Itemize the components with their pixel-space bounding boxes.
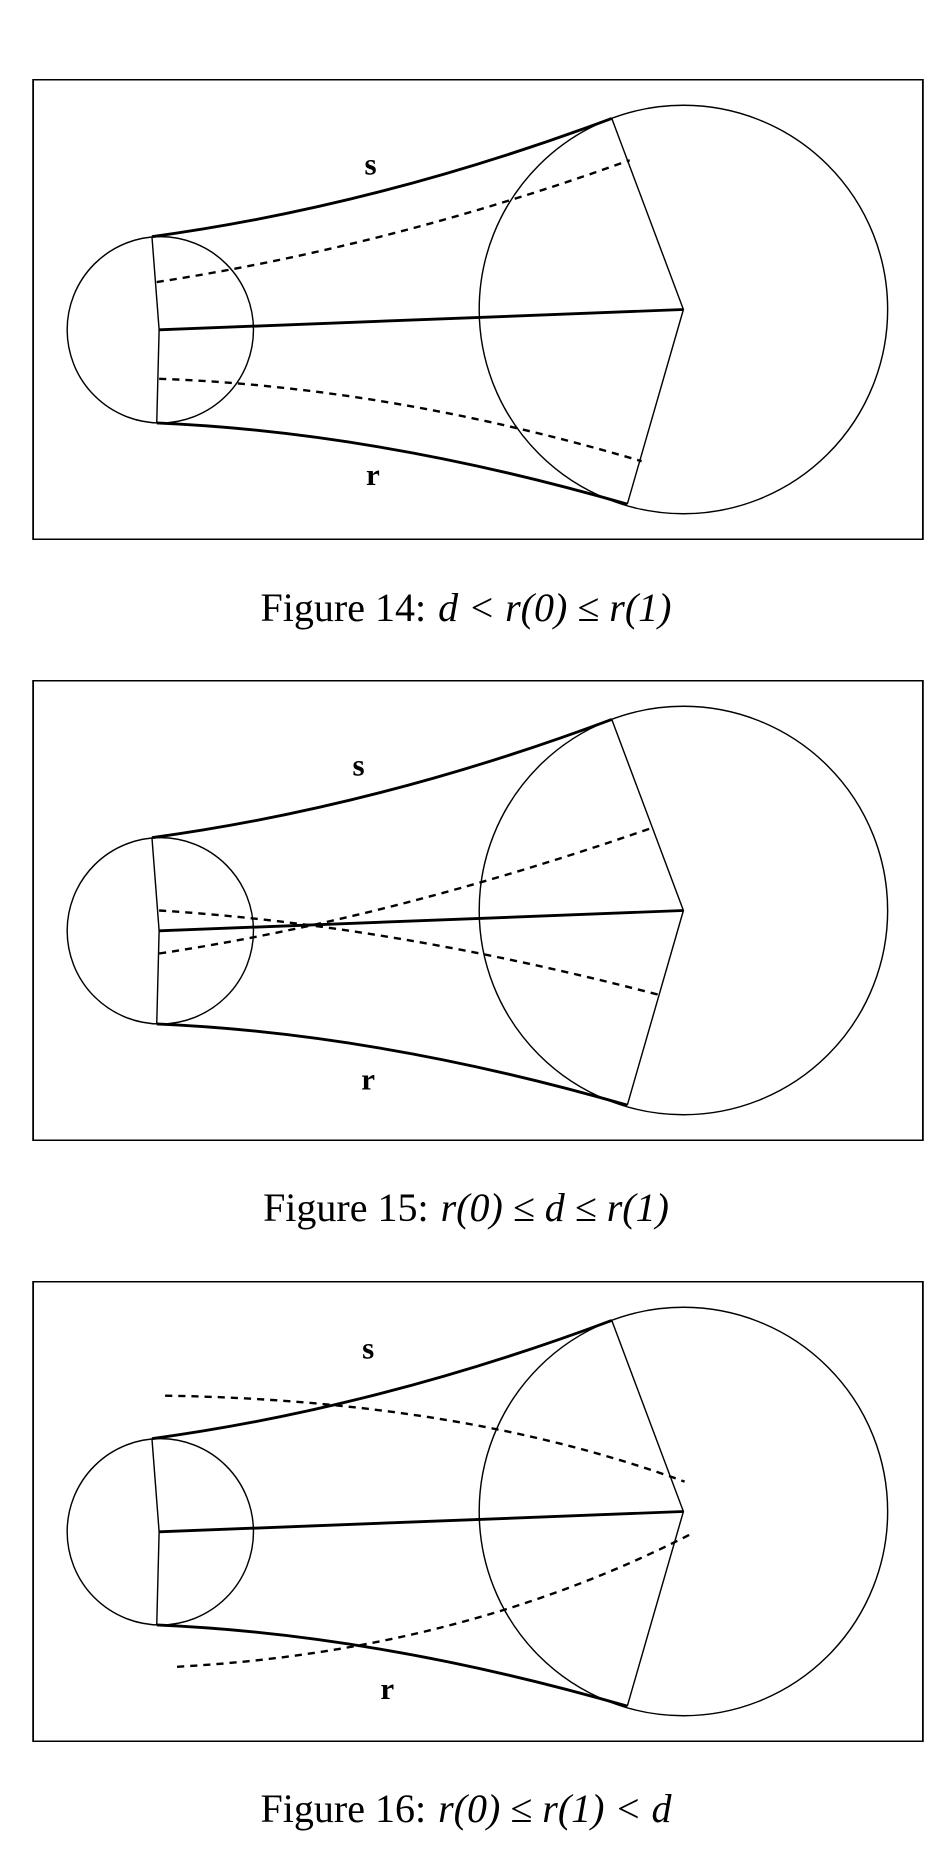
frame: [32, 1281, 924, 1742]
curve-label-s: s: [353, 748, 365, 783]
axis-line: [159, 909, 684, 933]
figure-14-caption: Figure 14:d < r(0) ≤ r(1): [0, 588, 932, 628]
upper-dashed-curve: [156, 159, 631, 284]
curve-label-s: s: [362, 1331, 374, 1366]
figure-16-caption: Figure 16:r(0) ≤ r(1) < d: [0, 1789, 932, 1829]
large-circle: [478, 1306, 889, 1717]
lower-dashed-curve: [159, 377, 642, 463]
caption-label: Figure 16:: [260, 1786, 427, 1831]
curve-r: [156, 1623, 628, 1708]
curve-label-r: r: [380, 1671, 394, 1706]
large-circle: [478, 104, 889, 515]
small-radii: [151, 837, 160, 1024]
tube-geometry: [32, 680, 924, 1141]
figure-16: s r: [32, 1281, 924, 1742]
caption-formula: d < r(0) ≤ r(1): [438, 585, 672, 630]
figure-15-diagram: s r: [32, 680, 924, 1141]
axis-line: [159, 308, 684, 332]
falling-dashed-curve: [159, 909, 662, 997]
small-radii: [151, 1438, 160, 1625]
curve-s: [151, 117, 613, 239]
frame: [32, 680, 924, 1141]
figure-15-caption: Figure 15:r(0) ≤ d ≤ r(1): [0, 1188, 932, 1228]
small-radii: [151, 236, 160, 423]
rising-dashed-curve: [158, 825, 656, 955]
large-circle: [478, 705, 889, 1116]
figure-16-diagram: s r: [32, 1281, 924, 1742]
curve-r: [156, 1022, 628, 1107]
caption-formula: r(0) ≤ d ≤ r(1): [440, 1185, 669, 1230]
caption-label: Figure 14:: [260, 585, 427, 630]
curve-s: [151, 1319, 613, 1441]
curve-r: [156, 421, 628, 506]
curve-s: [151, 718, 613, 840]
figure-15: s r: [32, 680, 924, 1141]
figure-14-diagram: s r: [32, 79, 924, 540]
frame: [32, 79, 924, 540]
lower-dashed-curve: [176, 1531, 694, 1668]
caption-formula: r(0) ≤ r(1) < d: [438, 1786, 672, 1831]
caption-label: Figure 15:: [263, 1185, 429, 1230]
axis-line: [159, 1510, 684, 1534]
upper-dashed-curve: [165, 1394, 686, 1483]
curve-label-r: r: [361, 1062, 375, 1097]
tube-geometry: [32, 79, 924, 540]
tube-geometry: [32, 1281, 924, 1742]
curve-label-r: r: [366, 457, 380, 492]
curve-label-s: s: [364, 147, 376, 182]
figure-14: s r: [32, 79, 924, 540]
